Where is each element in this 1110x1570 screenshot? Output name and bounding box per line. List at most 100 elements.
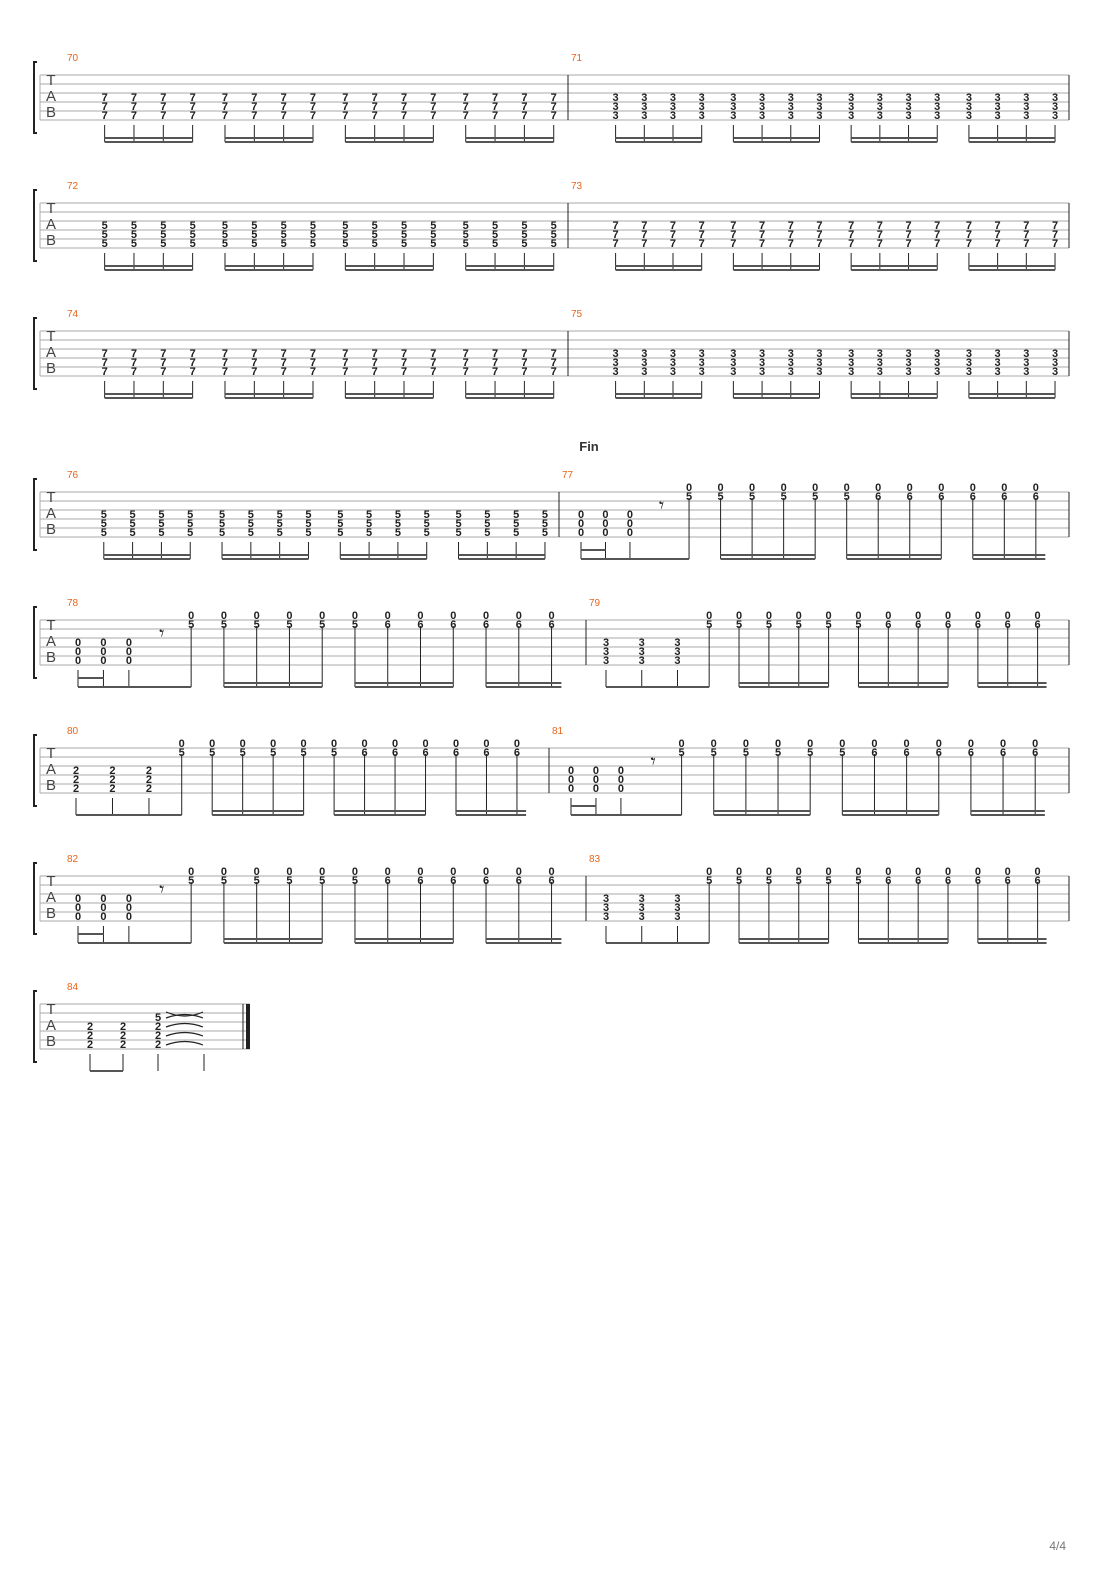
fret-number: 3 (905, 348, 911, 360)
fret-number: 3 (613, 348, 619, 360)
fret-number: 7 (613, 238, 619, 250)
fret-number: 0 (188, 610, 194, 622)
fret-number: 5 (395, 527, 401, 539)
fret-number: 7 (699, 229, 705, 241)
beam (78, 677, 104, 679)
fret-number: 5 (160, 238, 166, 250)
fret-number: 3 (1052, 92, 1058, 104)
system-bracket (33, 734, 37, 807)
fret-number: 5 (401, 220, 407, 232)
fret-number: 0 (578, 509, 584, 521)
system-bracket (33, 317, 37, 390)
fret-number: 5 (188, 619, 194, 631)
tab-clef-letter: B (46, 649, 56, 666)
fret-number: 0 (385, 610, 391, 622)
fret-number: 3 (603, 902, 609, 914)
fret-number: 3 (816, 366, 822, 378)
fret-number: 7 (641, 238, 647, 250)
beam (858, 938, 949, 940)
fret-number: 0 (1005, 610, 1011, 622)
fret-number: 0 (483, 738, 489, 750)
fret-number: 3 (759, 92, 765, 104)
beam (223, 686, 323, 688)
beam (78, 686, 192, 688)
fret-number: 0 (1033, 482, 1039, 494)
fret-number: 0 (871, 738, 877, 750)
fret-number: 5 (775, 747, 781, 759)
fret-number: 7 (521, 348, 527, 360)
beam (581, 558, 690, 560)
beam (76, 814, 182, 816)
beam (78, 933, 104, 935)
fret-number: 3 (995, 110, 1001, 122)
fret-number: 5 (366, 518, 372, 530)
fret-number: 2 (87, 1030, 93, 1042)
fret-number: 3 (788, 357, 794, 369)
fret-number: 2 (109, 774, 115, 786)
fret-number: 0 (516, 610, 522, 622)
beam (968, 269, 1056, 271)
tab-system: TAB78000000000𝄾0505050505050606060606067… (33, 598, 1070, 688)
fret-number: 6 (1035, 875, 1041, 887)
fret-number: 3 (966, 357, 972, 369)
fret-number: 6 (548, 875, 554, 887)
fret-number: 0 (286, 866, 292, 878)
beam (851, 141, 938, 143)
fret-number: 3 (995, 92, 1001, 104)
fret-number: 2 (109, 765, 115, 777)
fret-number: 5 (251, 229, 257, 241)
fret-number: 3 (613, 366, 619, 378)
fret-number: 7 (430, 110, 436, 122)
fret-number: 0 (593, 783, 599, 795)
fret-number: 3 (1052, 366, 1058, 378)
beam (486, 938, 562, 940)
measure-number: 83 (589, 854, 601, 865)
fret-number: 0 (578, 527, 584, 539)
beam (851, 269, 938, 271)
fret-number: 7 (160, 348, 166, 360)
fret-number: 7 (190, 357, 196, 369)
fret-number: 6 (385, 875, 391, 887)
fret-number: 6 (516, 875, 522, 887)
fret-number: 7 (310, 110, 316, 122)
fret-number: 6 (975, 619, 981, 631)
fret-number: 3 (877, 357, 883, 369)
beam (334, 810, 426, 812)
fret-number: 5 (706, 619, 712, 631)
fret-number: 7 (160, 92, 166, 104)
fret-number: 5 (455, 518, 461, 530)
fret-number: 5 (331, 747, 337, 759)
fret-number: 7 (342, 92, 348, 104)
fret-number: 3 (641, 92, 647, 104)
beam (334, 814, 426, 816)
fret-number: 7 (342, 101, 348, 113)
measure-number: 82 (67, 854, 79, 865)
fret-number: 3 (966, 348, 972, 360)
fret-number: 0 (766, 610, 772, 622)
fret-number: 3 (848, 101, 854, 113)
tab-clef-letter: A (46, 88, 56, 105)
tab-system: TAB82000000000𝄾0505050505050606060606068… (33, 854, 1070, 944)
beam (739, 686, 829, 688)
fret-number: 7 (905, 229, 911, 241)
beam (224, 269, 313, 271)
fret-number: 3 (1023, 101, 1029, 113)
beam (456, 814, 527, 816)
beam (733, 137, 820, 139)
fret-number: 0 (1001, 482, 1007, 494)
fret-number: 7 (401, 101, 407, 113)
beam (104, 397, 193, 399)
fret-number: 6 (968, 747, 974, 759)
beam (968, 141, 1056, 143)
fret-number: 0 (711, 738, 717, 750)
beam (486, 686, 562, 688)
tab-clef-letter: A (46, 1017, 56, 1034)
fret-number: 7 (492, 366, 498, 378)
fret-number: 0 (796, 866, 802, 878)
beam (842, 810, 939, 812)
fret-number: 3 (639, 637, 645, 649)
fret-number: 7 (372, 357, 378, 369)
tab-clef-letter: T (46, 328, 55, 345)
fret-number: 0 (826, 610, 832, 622)
